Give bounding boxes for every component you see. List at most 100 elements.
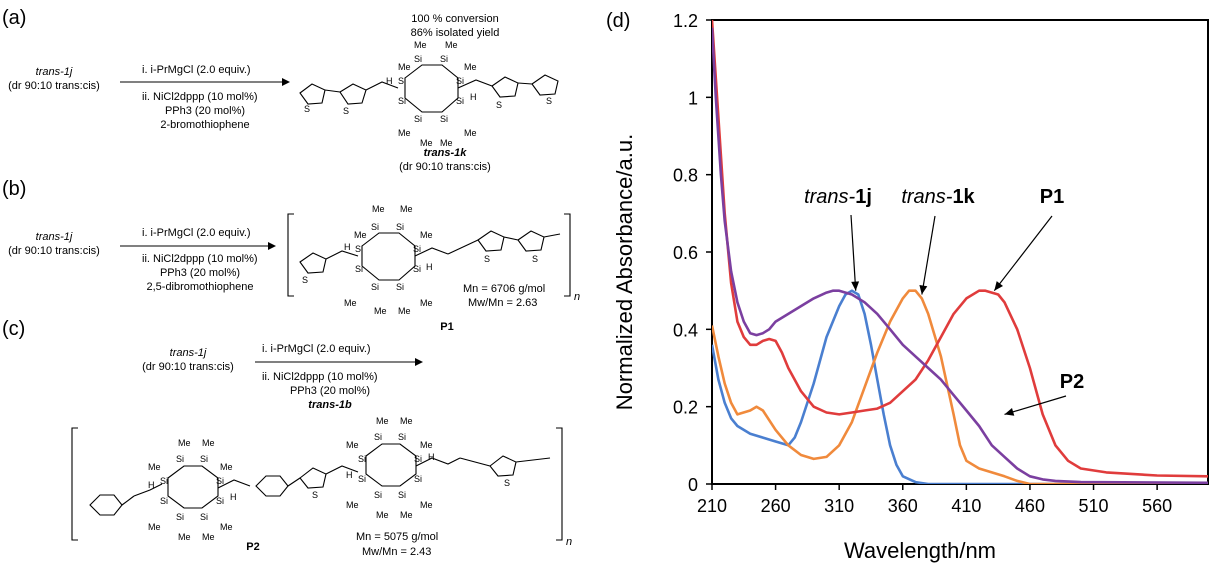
yield-text: 86% isolated yield <box>411 27 500 39</box>
svg-text:S: S <box>532 254 538 264</box>
x-tick-label: 510 <box>1079 496 1109 516</box>
conversion-text: 100 % conversion <box>411 13 498 25</box>
svg-text:Me: Me <box>398 306 411 316</box>
annotation-arrow-P1 <box>993 215 1053 292</box>
repeat-n-b: n <box>574 291 580 303</box>
step4-a: 2-bromothiophene <box>160 119 249 131</box>
step2-a: ii. NiCl2dppp (10 mol%) <box>142 91 258 103</box>
x-tick-label: 410 <box>951 496 981 516</box>
reactant-dr-a: (dr 90:10 trans:cis) <box>8 80 100 92</box>
svg-text:H: H <box>470 92 477 102</box>
annotation-arrow-trans-1j <box>850 214 857 291</box>
svg-text:Si: Si <box>414 474 422 484</box>
annotation-P2: P2 <box>1060 371 1084 393</box>
reactant-a: trans-1j <box>36 66 73 78</box>
svg-text:Me: Me <box>464 62 477 72</box>
mn-b: Mn = 6706 g/mol <box>463 283 545 295</box>
product-c: P2 <box>246 541 259 553</box>
svg-text:Me: Me <box>400 204 413 214</box>
annotation-arrowhead-P1 <box>994 281 1003 291</box>
mn-c: Mn = 5075 g/mol <box>356 531 438 543</box>
svg-text:Si: Si <box>176 454 184 464</box>
annotation-trans-1j: trans-1j <box>804 186 872 208</box>
svg-text:Si: Si <box>398 76 406 86</box>
polymer-p1: S Si Si Si Si Si Si Si Si Me Me Me Me Me… <box>287 204 571 316</box>
annotation-trans-1k: trans-1k <box>901 186 975 208</box>
svg-text:Me: Me <box>220 522 233 532</box>
x-tick-label: 460 <box>1015 496 1045 516</box>
svg-text:Si: Si <box>371 222 379 232</box>
arrowhead-b <box>268 242 276 250</box>
annotation-arrow-trans-1k <box>921 215 936 295</box>
svg-text:Me: Me <box>400 416 413 426</box>
step4-c: trans-1b <box>308 399 352 411</box>
svg-text:Me: Me <box>202 532 215 542</box>
svg-text:H: H <box>230 492 237 502</box>
svg-text:Me: Me <box>398 128 411 138</box>
svg-text:Si: Si <box>398 490 406 500</box>
x-tick-label: 360 <box>888 496 918 516</box>
annotation-arrowhead-trans-1j <box>851 281 860 291</box>
series-line-trans-1k <box>712 289 1208 484</box>
svg-text:Si: Si <box>413 264 421 274</box>
svg-text:S: S <box>496 100 502 110</box>
annotation-P1: P1 <box>1040 186 1064 208</box>
svg-text:Me: Me <box>202 438 215 448</box>
svg-text:Si: Si <box>456 96 464 106</box>
pdi-b: Mw/Mn = 2.63 <box>468 297 537 309</box>
svg-text:Me: Me <box>400 510 413 520</box>
x-tick-label: 210 <box>697 496 727 516</box>
svg-text:S: S <box>546 96 552 106</box>
svg-text:Si: Si <box>413 244 421 254</box>
svg-text:Me: Me <box>398 62 411 72</box>
x-tick-label: 310 <box>824 496 854 516</box>
svg-text:Si: Si <box>440 54 448 64</box>
svg-text:Si: Si <box>374 432 382 442</box>
svg-text:Me: Me <box>445 40 458 50</box>
svg-text:Me: Me <box>420 500 433 510</box>
y-tick-label: 0.8 <box>673 166 698 186</box>
annotation-arrow-P2 <box>1004 395 1067 415</box>
arrowhead-c <box>415 358 423 366</box>
svg-text:Me: Me <box>148 462 161 472</box>
step4-b: 2,5-dibromothiophene <box>146 281 253 293</box>
svg-text:Si: Si <box>414 54 422 64</box>
svg-text:Si: Si <box>200 512 208 522</box>
y-tick-label: 0.4 <box>673 320 698 340</box>
series-line-trans-1j <box>712 289 1208 484</box>
product-a: trans-1k <box>424 147 468 159</box>
svg-text:Si: Si <box>216 476 224 486</box>
x-axis-title: Wavelength/nm <box>844 538 996 563</box>
plot-frame <box>711 19 1209 485</box>
svg-text:Me: Me <box>148 522 161 532</box>
x-tick-label: 260 <box>761 496 791 516</box>
svg-text:Si: Si <box>358 474 366 484</box>
step1-c: i. i-PrMgCl (2.0 equiv.) <box>262 343 371 355</box>
y-tick-label: 1.2 <box>673 11 698 31</box>
scheme-a: (a) trans-1j (dr 90:10 trans:cis) i. i-P… <box>2 7 559 173</box>
svg-text:Me: Me <box>374 306 387 316</box>
svg-text:H: H <box>426 262 433 272</box>
step3-b: PPh3 (20 mol%) <box>160 267 240 279</box>
svg-text:S: S <box>302 275 308 285</box>
svg-text:S: S <box>343 106 349 116</box>
molecule-1k: S S Si Si Si Si Si Si Si Si Me Me Me Me … <box>299 40 559 148</box>
svg-text:Me: Me <box>464 128 477 138</box>
panel-label-c: (c) <box>2 318 25 340</box>
series-line-P2 <box>712 27 1208 484</box>
product-b: P1 <box>440 321 453 333</box>
reactant-dr-c: (dr 90:10 trans:cis) <box>142 361 234 373</box>
svg-text:Si: Si <box>160 496 168 506</box>
svg-text:Me: Me <box>414 40 427 50</box>
svg-text:Si: Si <box>396 222 404 232</box>
svg-text:Si: Si <box>414 454 422 464</box>
pdi-c: Mw/Mn = 2.43 <box>362 546 431 558</box>
step3-a: PPh3 (20 mol%) <box>165 105 245 117</box>
svg-text:H: H <box>344 242 351 252</box>
svg-text:Me: Me <box>440 138 453 148</box>
panel-label-d: (d) <box>606 10 630 32</box>
svg-text:Si: Si <box>216 496 224 506</box>
